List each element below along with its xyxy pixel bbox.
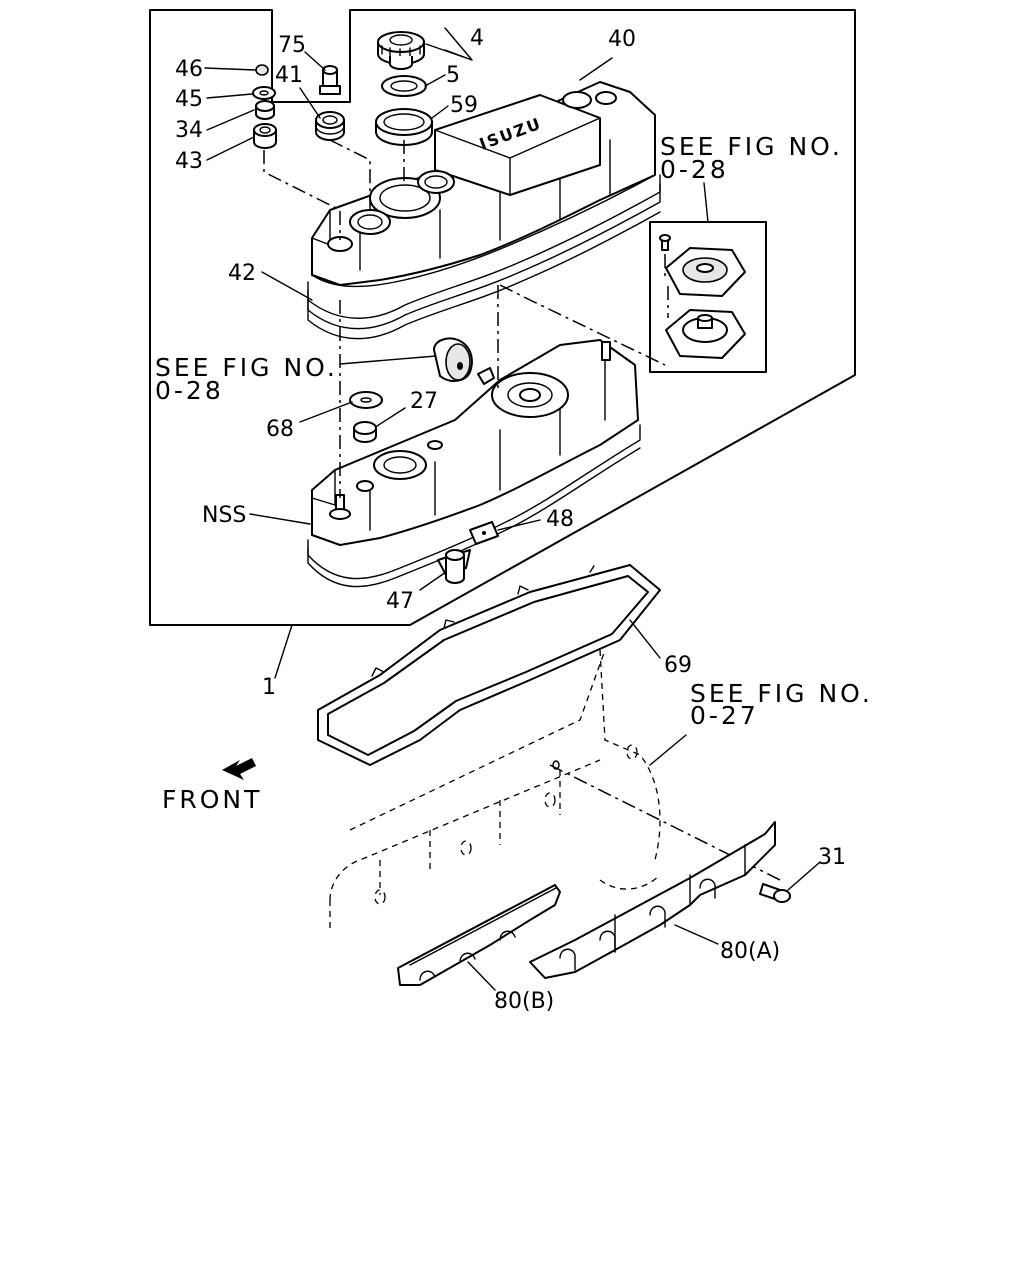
callout-80a: 80(A)	[720, 939, 780, 964]
callout-75: 75	[278, 33, 306, 58]
callout-80b: 80(B)	[494, 989, 554, 1014]
ref-fig-028-left-line2: 0-28	[155, 376, 224, 405]
callout-45: 45	[175, 87, 203, 112]
callout-68: 68	[266, 417, 294, 442]
callout-43: 43	[175, 149, 203, 174]
grommet-68	[349, 391, 383, 409]
rocker-cover-gasket-69	[317, 564, 661, 766]
grommet-41	[315, 111, 345, 141]
callout-69: 69	[664, 653, 692, 678]
bracket-48	[469, 521, 499, 545]
breather-inset	[649, 221, 767, 373]
front-label: FRONT	[162, 785, 262, 814]
callout-27: 27	[410, 389, 438, 414]
callout-4: 4	[470, 26, 484, 51]
engine-block-outline	[329, 649, 661, 930]
callout-1: 1	[262, 675, 276, 700]
figure-references: SEE FIG NO. 0-28 SEE FIG NO. 0-28 SEE FI…	[155, 132, 873, 730]
callout-5: 5	[446, 63, 460, 88]
callout-41: 41	[275, 63, 303, 88]
callout-48: 48	[546, 507, 574, 532]
ref-fig-028-right-line2: 0-28	[660, 155, 729, 184]
rocker-cover-lower	[307, 339, 641, 588]
leader-lines	[204, 27, 821, 991]
fitting-47	[437, 549, 471, 584]
front-direction-arrow	[222, 758, 256, 780]
breather-cap	[433, 337, 495, 385]
callout-nss: NSS	[202, 503, 246, 528]
seal-ring-59	[375, 108, 433, 146]
seal-27	[353, 421, 377, 443]
callout-47: 47	[386, 589, 414, 614]
bolt-75	[319, 65, 341, 95]
callout-42: 42	[228, 261, 256, 286]
callout-59: 59	[450, 93, 478, 118]
callout-31: 31	[818, 845, 846, 870]
o-ring-5	[381, 75, 427, 97]
small-parts-stack	[252, 64, 277, 149]
side-cover-80a	[529, 821, 791, 979]
ref-fig-027-line2: 0-27	[690, 701, 759, 730]
side-cover-80b	[397, 884, 561, 986]
rocker-cover-upper	[307, 81, 661, 340]
ref-fig-028-left-line1: SEE FIG NO.	[155, 353, 338, 382]
callout-labels: 75 4 40 46 41 5 45 59 34 43 42 27 68 NSS…	[175, 26, 846, 1014]
ref-fig-027-line1: SEE FIG NO.	[690, 679, 873, 708]
callout-46: 46	[175, 57, 203, 82]
callout-34: 34	[175, 118, 203, 143]
ref-fig-028-right-line1: SEE FIG NO.	[660, 132, 843, 161]
oil-filler-cap-4	[377, 31, 425, 70]
assembly-boundary	[149, 9, 856, 626]
callout-40: 40	[608, 27, 636, 52]
assembly-center-lines	[263, 139, 781, 881]
